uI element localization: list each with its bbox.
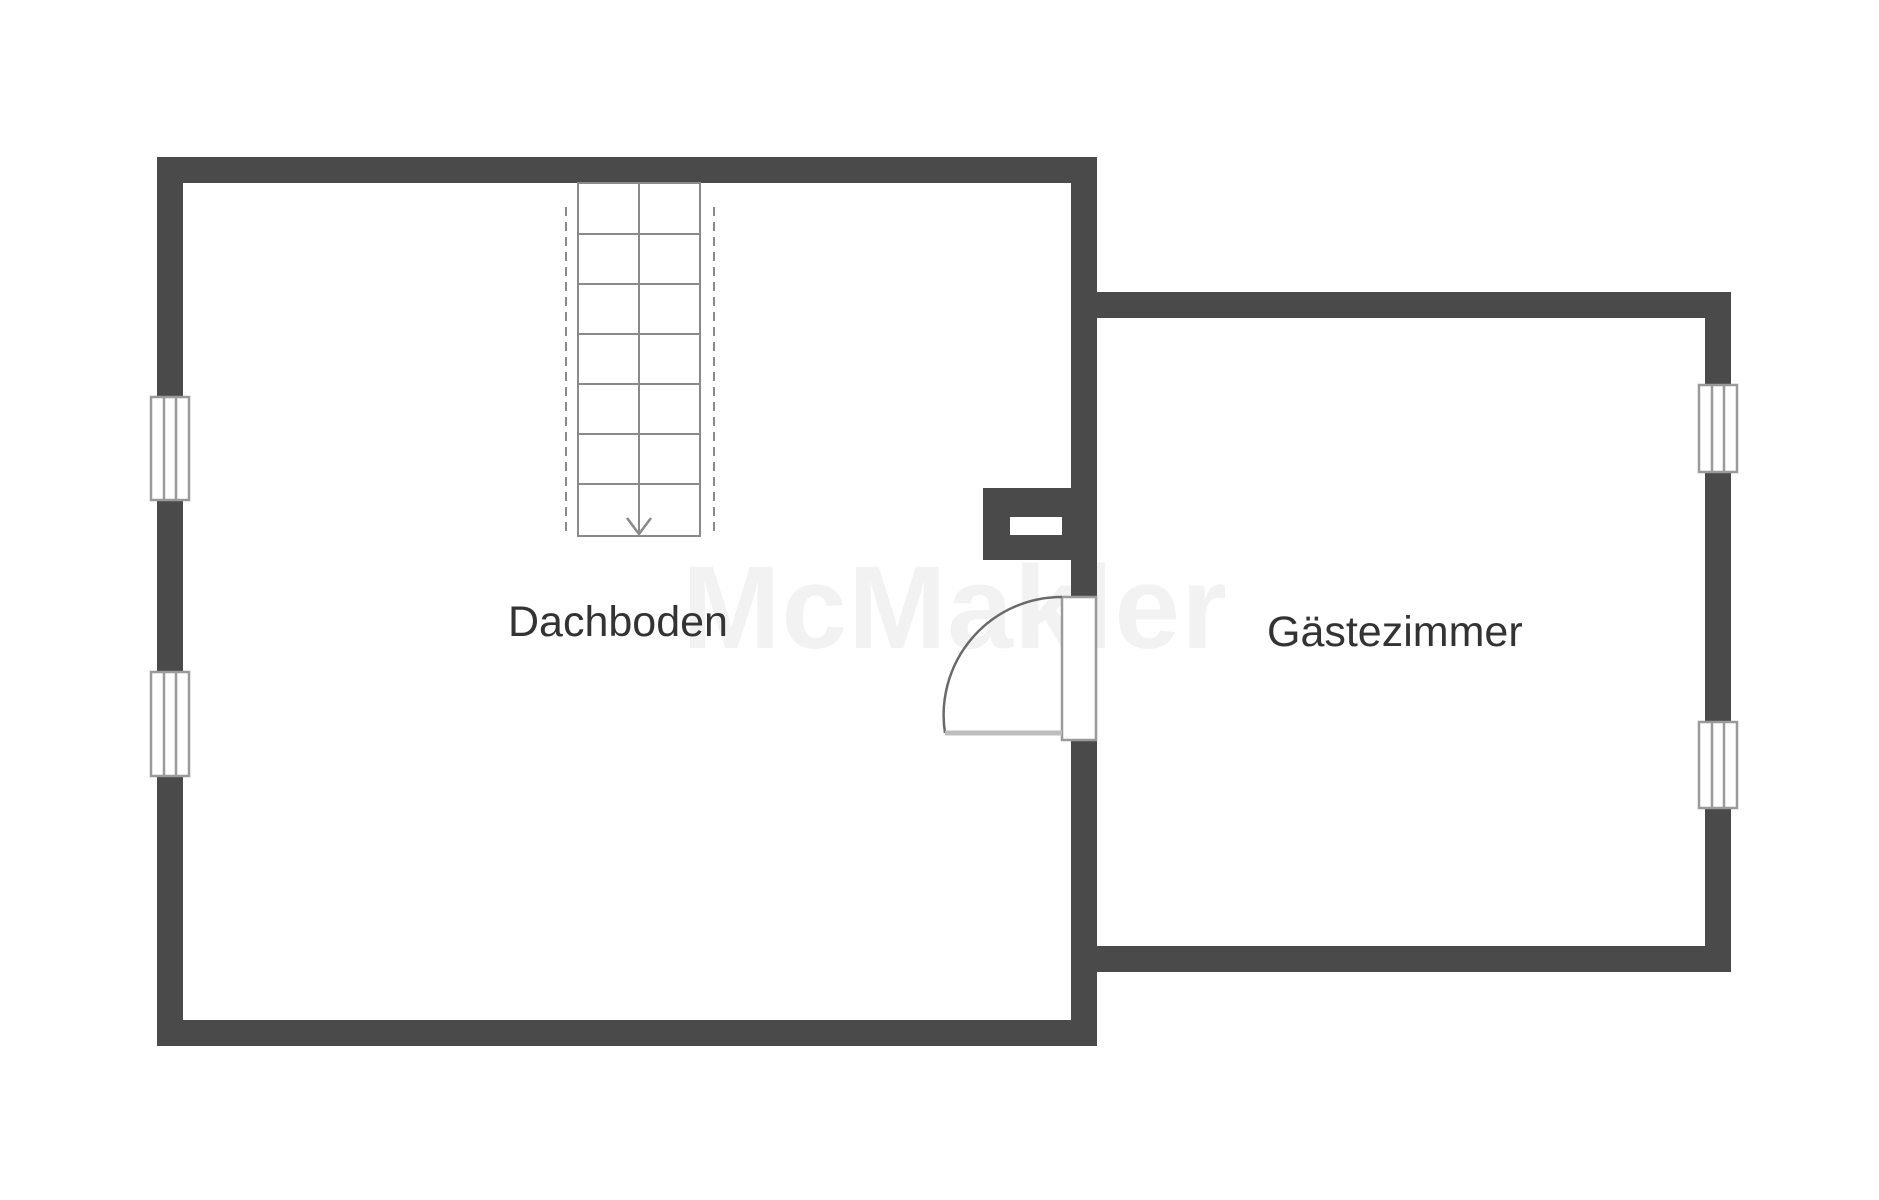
stair-treads bbox=[578, 233, 700, 485]
staircase bbox=[565, 182, 715, 537]
chimney-opening bbox=[1010, 517, 1062, 535]
wall-guest-right-upper bbox=[1705, 292, 1731, 385]
wall-left-lower bbox=[157, 776, 183, 1046]
wall-guest-right-lower bbox=[1705, 808, 1731, 972]
wall-guest-top bbox=[1071, 292, 1731, 318]
window-left-lower bbox=[149, 670, 191, 778]
door-swing-arc bbox=[942, 595, 1063, 734]
window-left-upper bbox=[149, 395, 191, 502]
door bbox=[942, 595, 1098, 742]
window-right-upper bbox=[1697, 383, 1739, 474]
wall-top bbox=[157, 157, 1095, 183]
wall-left-upper bbox=[157, 157, 183, 397]
wall-guest-bottom bbox=[1071, 946, 1731, 972]
stair-direction-arrow bbox=[626, 517, 652, 537]
watermark: McMakler bbox=[682, 542, 1228, 674]
wall-middle-lower bbox=[1071, 740, 1097, 1046]
wall-left-middle bbox=[157, 500, 183, 672]
room-label-dachboden: Dachboden bbox=[508, 598, 728, 646]
door-frame bbox=[1060, 595, 1098, 742]
window-right-lower bbox=[1697, 720, 1739, 810]
wall-bottom bbox=[157, 1020, 1095, 1046]
walls bbox=[157, 157, 1731, 1046]
windows bbox=[149, 383, 1739, 810]
wall-guest-right-middle bbox=[1705, 472, 1731, 722]
room-label-gaestezimmer: Gästezimmer bbox=[1267, 608, 1523, 656]
